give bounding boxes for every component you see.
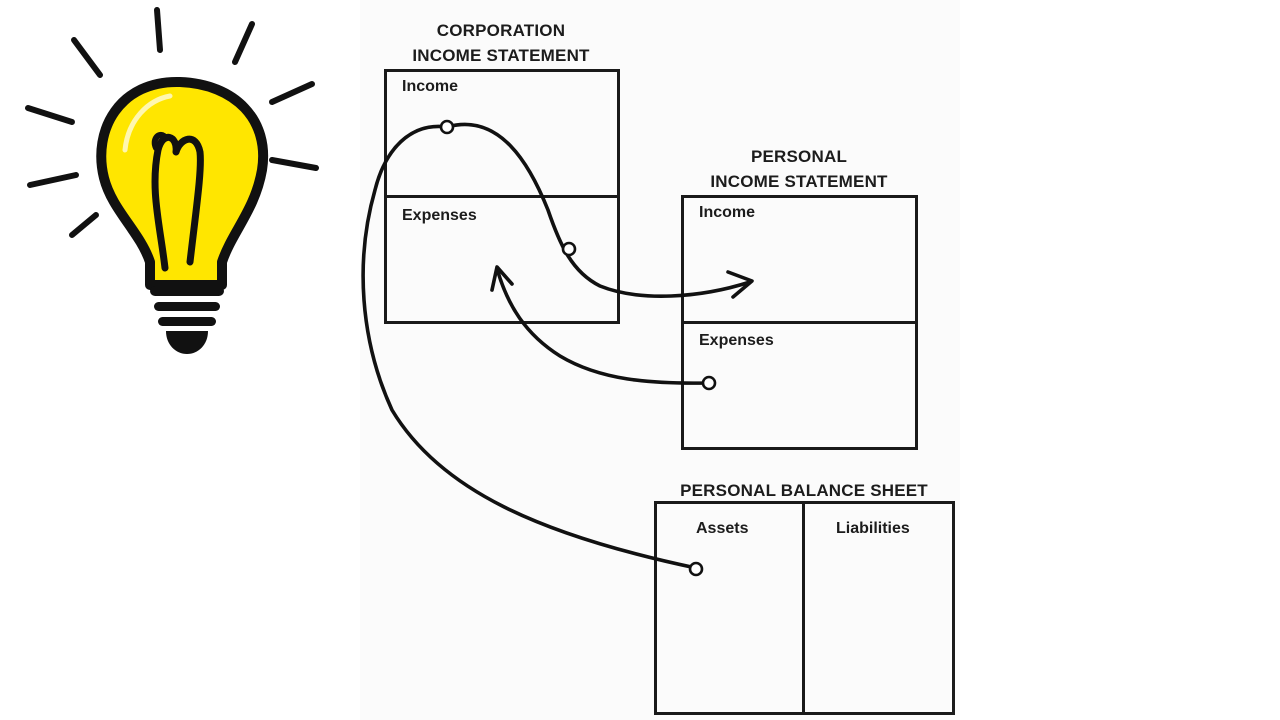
balance-sheet-title: PERSONAL BALANCE SHEET xyxy=(680,481,928,500)
bulb-filament xyxy=(151,134,204,272)
corporation-income-label: Income xyxy=(402,78,459,95)
assets-label: Assets xyxy=(696,520,749,537)
bulb-glass xyxy=(96,76,269,290)
balance-sheet-divider xyxy=(802,501,805,715)
personal-divider xyxy=(681,321,918,324)
light-bulb-icon xyxy=(25,7,319,354)
bulb-base xyxy=(150,286,224,354)
corporation-title-line1: CORPORATION xyxy=(436,21,566,40)
personal-income-label: Income xyxy=(699,204,756,221)
corporation-title-line2: INCOME STATEMENT xyxy=(412,46,590,65)
personal-statement-title: PERSONAL INCOME STATEMENT xyxy=(681,144,917,194)
corporation-expenses-label: Expenses xyxy=(402,207,477,224)
corporation-statement-title: CORPORATION INCOME STATEMENT xyxy=(384,18,618,68)
personal-title-line1: PERSONAL xyxy=(750,147,848,166)
personal-title-line2: INCOME STATEMENT xyxy=(710,172,888,191)
corporation-divider xyxy=(384,195,620,198)
personal-expenses-label: Expenses xyxy=(699,332,774,349)
liabilities-label: Liabilities xyxy=(836,520,910,537)
